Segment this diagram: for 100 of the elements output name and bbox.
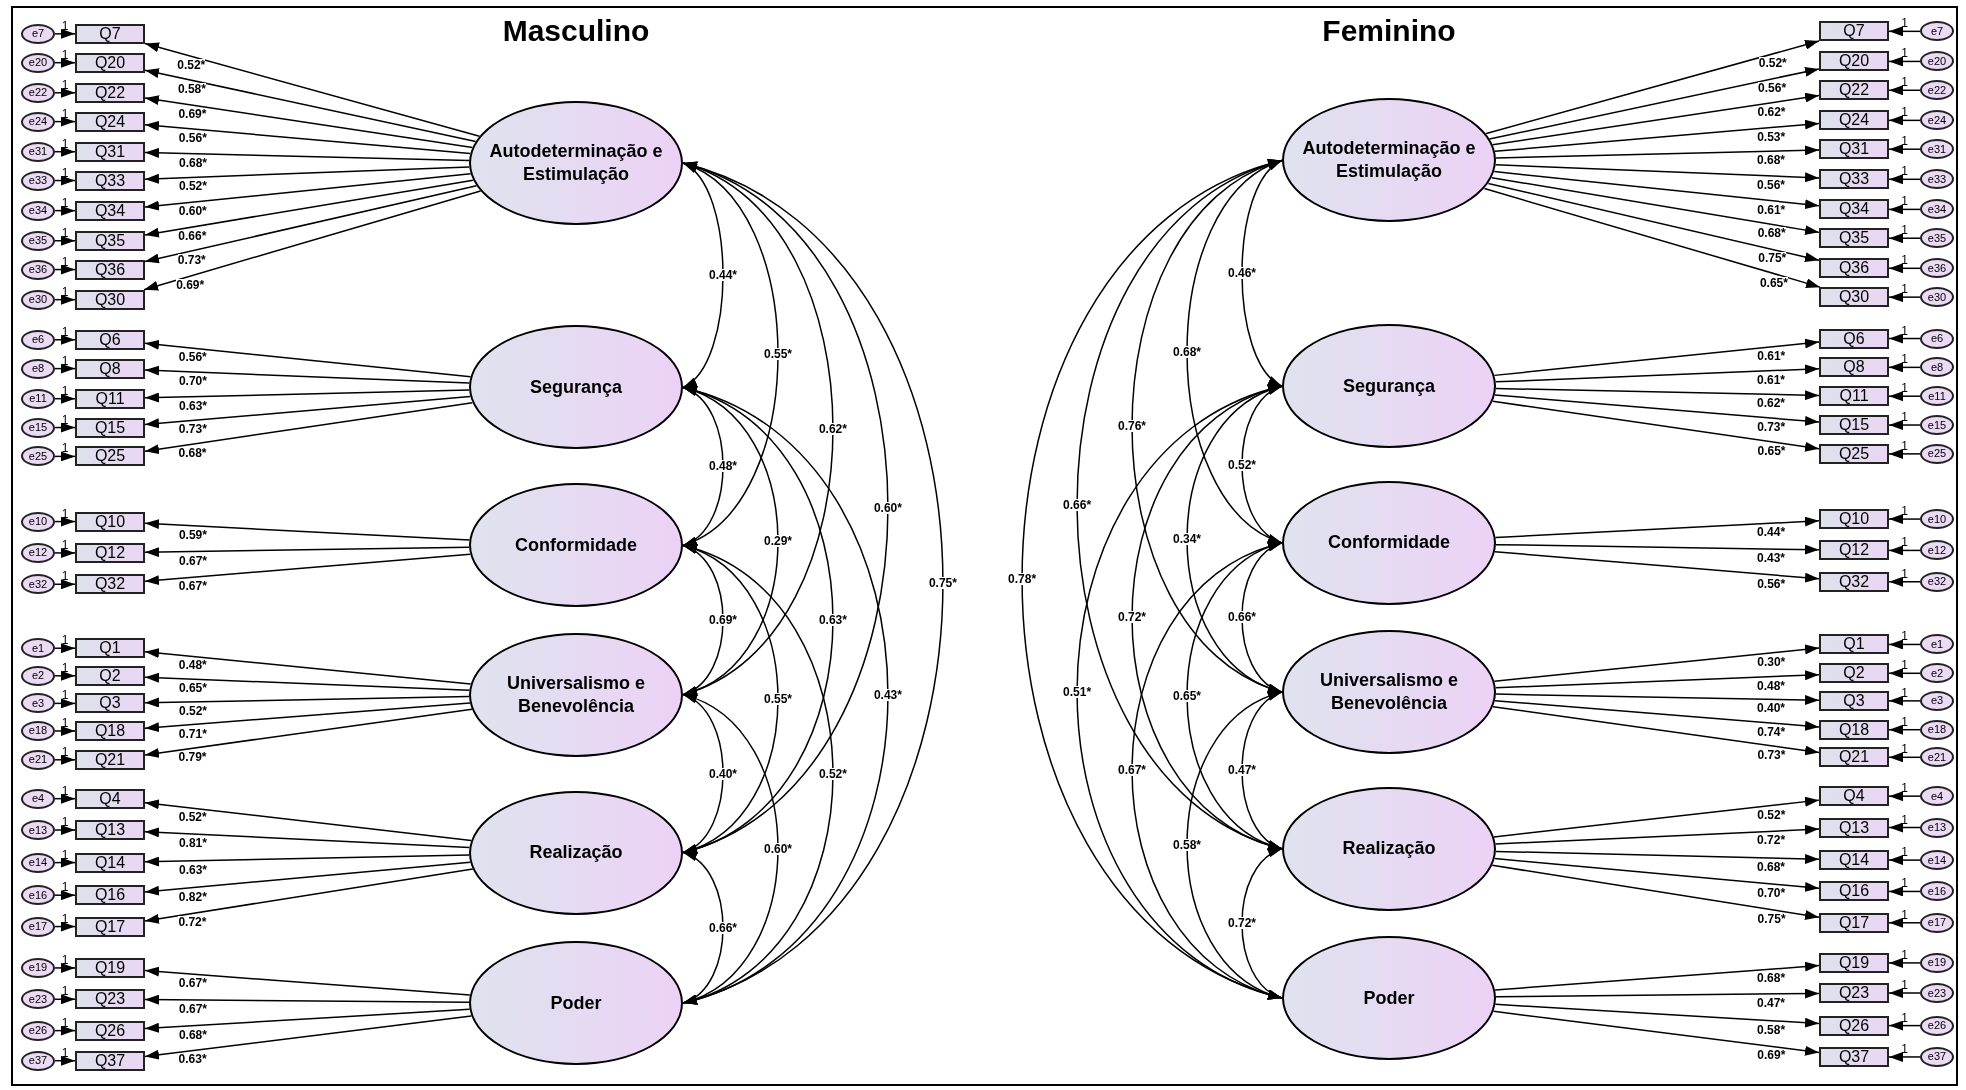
edge-label: 1	[1901, 686, 1908, 701]
edge-label: 0.73*	[1757, 748, 1786, 761]
error-term-circle: e11	[21, 388, 55, 409]
curved-double-arrow	[682, 693, 724, 854]
edge-label: 1	[61, 784, 69, 799]
arrow	[1888, 695, 1921, 706]
indicator-box: Q31	[75, 141, 145, 162]
group-title: Feminino	[1322, 13, 1456, 49]
edge-label: 0.67*	[178, 554, 207, 567]
edge-label: 0.72*	[1227, 917, 1257, 930]
error-term-circle: e14	[1920, 850, 1954, 871]
edge-label: 0.47*	[1757, 996, 1785, 1009]
edge-label: 0.43*	[1757, 552, 1785, 565]
arrow	[144, 185, 478, 264]
edge-label: 0.78*	[1007, 573, 1038, 586]
error-term-circle: e15	[21, 417, 55, 438]
edge-label: 1	[61, 816, 69, 830]
arrow	[1888, 886, 1921, 897]
arrow	[144, 519, 471, 541]
edge-label: 1	[1901, 283, 1908, 298]
error-term-circle: e19	[1920, 952, 1954, 973]
arrow	[1888, 56, 1921, 67]
edge-label: 1	[61, 1046, 69, 1061]
arrow	[54, 921, 76, 932]
edge-label: 0.70*	[178, 374, 207, 387]
indicator-box: Q18	[75, 720, 145, 741]
error-term-circle: e34	[1920, 199, 1954, 220]
latent-variable-ellipse: Autodeterminação e Estimulação	[469, 101, 683, 225]
arrow	[54, 994, 76, 1005]
edge-label: 0.68*	[178, 1028, 207, 1041]
error-term-circle: e16	[1920, 881, 1954, 902]
edge-label: 1	[61, 881, 69, 896]
arrow	[54, 547, 76, 558]
edge-label: 0.62*	[1757, 397, 1785, 410]
edge-label: 0.67*	[178, 580, 207, 593]
error-term-circle: e34	[21, 200, 55, 221]
edge-label: 1	[1901, 505, 1908, 520]
error-term-circle: e7	[1920, 21, 1954, 42]
arrow	[54, 205, 76, 216]
arrow	[144, 702, 471, 733]
indicator-box: Q37	[1819, 1046, 1889, 1067]
error-term-circle: e15	[1920, 415, 1954, 436]
edge-label: 1	[1901, 659, 1908, 674]
latent-variable-ellipse: Realização	[1282, 786, 1496, 911]
edge-label: 0.56*	[1758, 81, 1787, 94]
arrow	[54, 334, 76, 345]
error-term-circle: e23	[21, 989, 55, 1010]
edge-label: 1	[1901, 106, 1908, 121]
arrow	[1495, 543, 1820, 555]
edge-label: 0.52*	[1227, 458, 1257, 471]
arrow	[1494, 824, 1820, 845]
indicator-box: Q19	[1819, 952, 1889, 973]
indicator-box: Q37	[75, 1050, 145, 1071]
arrow	[144, 546, 470, 558]
edge-label: 0.69*	[707, 614, 738, 626]
indicator-box: Q8	[75, 358, 145, 379]
indicator-box: Q23	[75, 989, 145, 1010]
indicator-box: Q33	[75, 170, 145, 191]
curved-double-arrow	[682, 851, 724, 1004]
indicator-box: Q32	[75, 574, 145, 595]
edge-label: 0.72*	[1117, 611, 1148, 624]
indicator-box: Q16	[1819, 881, 1889, 902]
indicator-box: Q12	[1819, 540, 1889, 561]
edge-label: 0.62*	[817, 422, 848, 435]
edge-label: 1	[61, 196, 69, 211]
arrow	[144, 42, 481, 137]
arrow	[144, 395, 471, 429]
arrow	[144, 672, 470, 692]
error-term-circle: e23	[1920, 983, 1954, 1003]
edge-label: 1	[61, 953, 69, 968]
edge-label: 0.34*	[1172, 533, 1203, 546]
arrow	[54, 962, 76, 973]
arrow	[1888, 514, 1921, 525]
arrow	[1888, 957, 1921, 968]
arrow	[54, 294, 76, 305]
indicator-box: Q22	[75, 82, 145, 103]
edge-label: 0.52*	[1758, 56, 1787, 69]
error-term-circle: e25	[1920, 443, 1954, 464]
arrow	[54, 857, 76, 868]
edge-label: 0.61*	[1757, 373, 1786, 386]
edge-label: 0.43*	[872, 689, 903, 702]
error-term-circle: e37	[21, 1050, 55, 1071]
curved-double-arrow	[682, 544, 724, 696]
arrow	[1495, 364, 1820, 383]
arrow	[1488, 66, 1820, 140]
edge-label: 0.67*	[1117, 764, 1148, 777]
error-term-circle: e35	[1920, 228, 1954, 249]
edge-label: 0.65*	[1759, 276, 1788, 289]
error-term-circle: e33	[21, 170, 55, 191]
indicator-box: Q15	[1819, 415, 1889, 436]
arrow	[1888, 545, 1921, 556]
error-term-circle: e19	[21, 957, 55, 978]
edge-label: 0.40*	[1757, 702, 1785, 715]
edge-label: 1	[61, 538, 69, 553]
indicator-box: Q12	[75, 542, 145, 563]
indicator-box: Q31	[1819, 139, 1889, 160]
indicator-box: Q7	[1819, 21, 1889, 42]
arrow	[54, 235, 76, 246]
indicator-box: Q36	[75, 259, 145, 280]
edge-label: 1	[61, 384, 69, 399]
